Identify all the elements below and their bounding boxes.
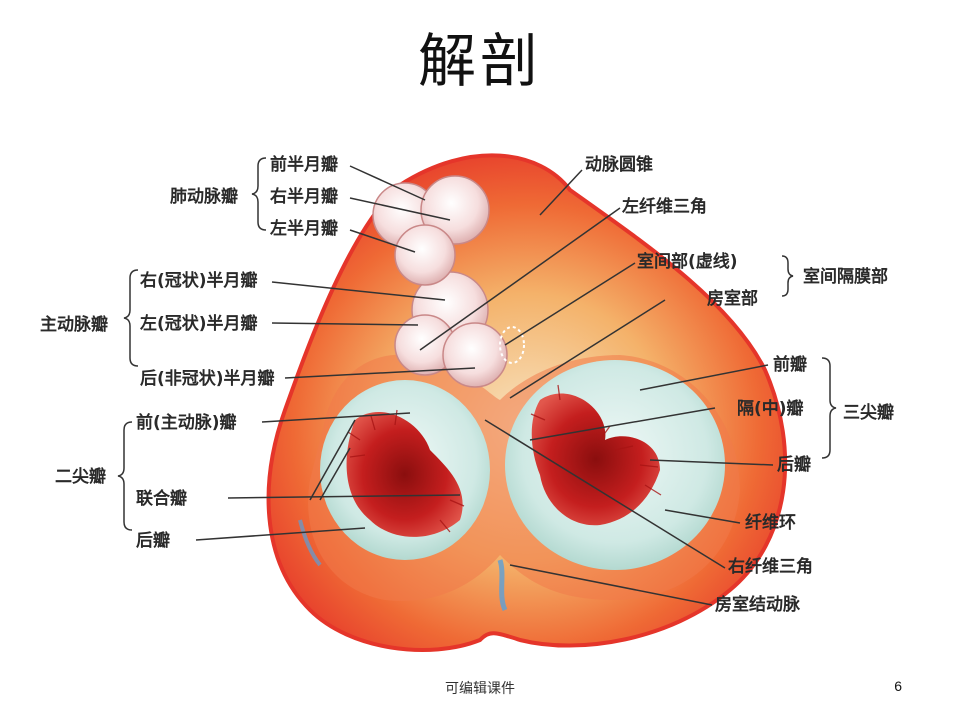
label-av-nodal-artery: 房室结动脉 xyxy=(715,594,801,615)
label-aortic-right: 右(冠状)半月瓣 xyxy=(140,270,258,291)
label-mitral-commissural: 联合瓣 xyxy=(136,488,187,509)
slide-footer: 可编辑课件 xyxy=(445,681,515,697)
label-pulm-anterior: 前半月瓣 xyxy=(270,154,338,175)
label-mitral-posterior: 后瓣 xyxy=(136,530,170,551)
label-tric-septal: 隔(中)瓣 xyxy=(737,398,804,419)
tricuspid-leaflets xyxy=(531,393,660,526)
label-fibrous-ring: 纤维环 xyxy=(745,512,796,533)
label-tric-posterior: 后瓣 xyxy=(777,454,811,475)
slide-title: 解剖 xyxy=(417,27,542,95)
label-interventricular-part: 室间部(虚线) xyxy=(637,251,738,272)
label-right-fibrous-trigone: 右纤维三角 xyxy=(728,556,813,577)
chordae xyxy=(347,384,662,533)
braces xyxy=(117,157,837,531)
label-tricuspid-valve: 三尖瓣 xyxy=(843,402,894,423)
page-number: 6 xyxy=(894,678,902,694)
label-tric-anterior: 前瓣 xyxy=(773,354,807,375)
label-aortic-posterior: 后(非冠状)半月瓣 xyxy=(140,368,275,389)
label-left-fibrous-trigone: 左纤维三角 xyxy=(622,196,707,217)
membranous-septum-dashed xyxy=(499,326,525,364)
aortic-valve xyxy=(394,271,508,388)
leader-lines xyxy=(195,165,774,606)
av-nodal-artery-vessel xyxy=(497,559,508,612)
label-membranous-septum: 室间隔膜部 xyxy=(803,266,888,287)
mitral-leaflets xyxy=(346,411,463,537)
label-conus: 动脉圆锥 xyxy=(585,154,653,175)
label-mitral-anterior: 前(主动脉)瓣 xyxy=(136,412,237,433)
label-aortic-valve: 主动脉瓣 xyxy=(40,314,108,335)
label-atrioventricular-part: 房室部 xyxy=(707,288,758,309)
label-pulmonary-valve: 肺动脉瓣 xyxy=(170,186,238,207)
label-aortic-left: 左(冠状)半月瓣 xyxy=(140,313,258,334)
label-pulm-right: 右半月瓣 xyxy=(270,186,338,207)
label-mitral-valve: 二尖瓣 xyxy=(55,466,106,487)
label-pulm-left: 左半月瓣 xyxy=(270,218,338,239)
